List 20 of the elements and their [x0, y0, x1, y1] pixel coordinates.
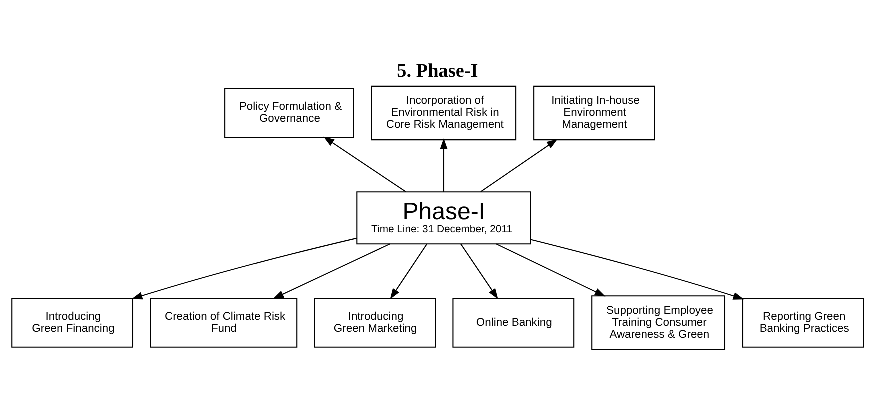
node-box: Introducing Green Financing: [12, 298, 134, 348]
node-box: Reporting Green Banking Practices: [742, 298, 864, 348]
arrow: [390, 243, 428, 300]
arrow: [480, 138, 558, 192]
arrow: [460, 243, 498, 300]
arrow: [324, 136, 406, 192]
node-box: Initiating In-house Environment Management: [534, 85, 656, 140]
node-box: Introducing Green Marketing: [314, 298, 436, 348]
arrow: [273, 243, 390, 299]
node-box: Incorporation of Environmental Risk in Core Risk Management: [371, 85, 517, 140]
node-box: Policy Formulation & Governance: [224, 88, 354, 138]
node-box: Online Banking: [452, 298, 575, 348]
arrow: [440, 138, 448, 192]
arrow: [132, 237, 357, 300]
diagram-title: 5. Phase-I: [397, 60, 478, 82]
node-box: Phase-I Time Line: 31 December, 2011: [356, 191, 532, 244]
arrow: [496, 243, 606, 296]
arrow: [530, 238, 744, 300]
node-box: Supporting Employee Training Consumer Awareness & Green: [592, 295, 726, 350]
node-box: Creation of Climate Risk Fund: [150, 298, 298, 348]
